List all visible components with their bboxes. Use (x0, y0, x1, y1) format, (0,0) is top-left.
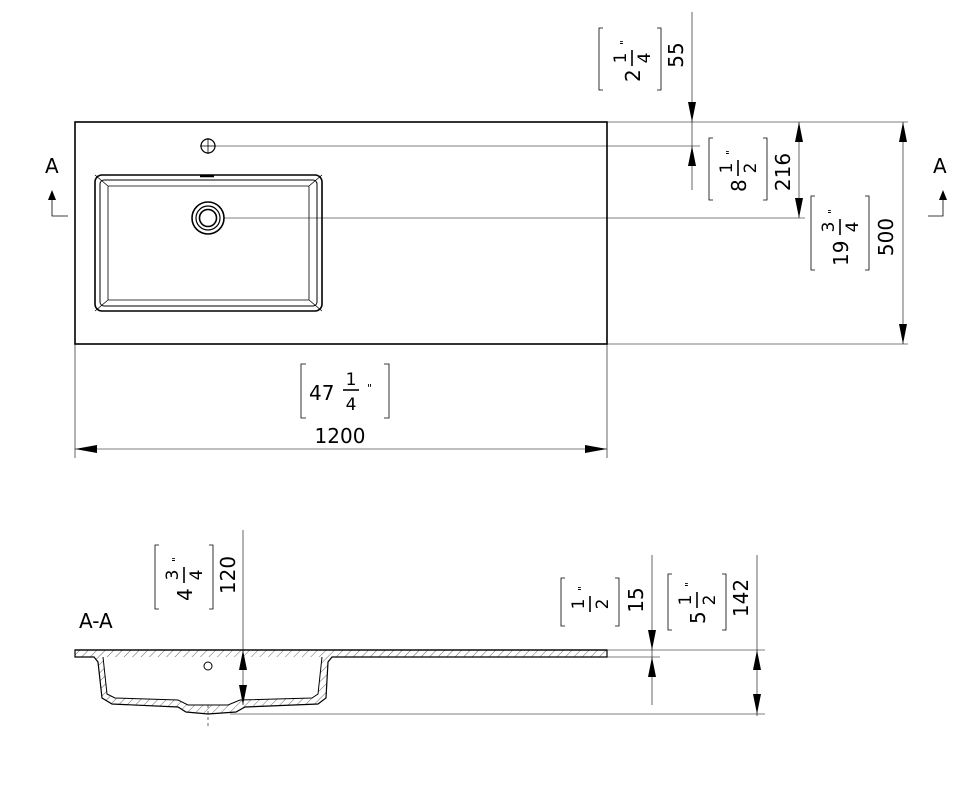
svg-text:15: 15 (624, 587, 648, 612)
svg-text:120: 120 (216, 556, 240, 594)
total-height-dimension: 142 (729, 579, 753, 617)
svg-text:": " (724, 150, 737, 155)
svg-text:2: 2 (593, 599, 613, 610)
svg-text:4: 4 (173, 588, 197, 601)
drain-offset-inch: 8 1 2 " (708, 137, 768, 201)
svg-text:A: A (933, 154, 947, 178)
faucet-offset-dimension: 55 (664, 42, 688, 67)
svg-text:4: 4 (843, 222, 863, 233)
svg-text:1: 1 (717, 163, 737, 174)
svg-text:19: 19 (829, 241, 853, 266)
section-marker-left: A (45, 154, 68, 217)
basin-depth-dimension: 120 (216, 556, 240, 594)
svg-text:1: 1 (676, 595, 696, 606)
dimension-arrows (75, 102, 907, 453)
svg-text:47: 47 (309, 381, 334, 405)
svg-text:": " (618, 40, 631, 45)
svg-text:": " (367, 382, 372, 395)
svg-text:1200: 1200 (315, 424, 366, 448)
section-view: A-A 120 (74, 530, 765, 726)
depth-dimension: 500 (874, 218, 898, 256)
svg-text:4: 4 (346, 395, 357, 415)
drain-icon (191, 201, 225, 235)
svg-text:2: 2 (700, 595, 720, 606)
svg-text:": " (683, 582, 696, 587)
width-dimension: 1200 47 1 4 " (300, 363, 390, 448)
svg-text:5: 5 (686, 611, 710, 624)
section-label: A-A (79, 609, 113, 633)
svg-text:1: 1 (569, 599, 589, 610)
svg-text:500: 500 (874, 218, 898, 256)
countertop-outline (74, 121, 608, 345)
svg-text:3: 3 (163, 570, 183, 581)
svg-text:": " (576, 586, 589, 591)
total-height-inch: 5 1 2 " (667, 573, 727, 631)
faucet-hole-icon (200, 138, 216, 154)
depth-inch: 19 3 4 " (810, 195, 870, 271)
basin-outline (94, 174, 323, 312)
svg-text:1: 1 (346, 370, 357, 390)
section-dimension-arrows (239, 630, 761, 714)
drain-offset-dimension: 216 (771, 153, 795, 191)
section-marker-right: A (928, 154, 947, 217)
faucet-offset-inch: 2 1 4 " (598, 27, 662, 91)
basin-depth-inch: 4 3 4 " (154, 544, 214, 610)
svg-text:2: 2 (741, 163, 761, 174)
svg-text:": " (170, 557, 183, 562)
slab-thickness-dimension: 15 (624, 587, 648, 612)
svg-text:2: 2 (621, 69, 645, 82)
slab-thickness-inch: 1 2 " (560, 577, 620, 627)
overflow-hole-icon (203, 661, 213, 671)
svg-text:216: 216 (771, 153, 795, 191)
svg-text:3: 3 (819, 222, 839, 233)
svg-text:4: 4 (187, 570, 207, 581)
svg-text:A: A (45, 154, 59, 178)
top-view: A A 1200 47 1 4 " 55 2 1 (45, 12, 947, 458)
svg-text:142: 142 (729, 579, 753, 617)
svg-text:4: 4 (635, 53, 655, 64)
extension-lines (74, 12, 908, 458)
svg-text:8: 8 (727, 179, 751, 192)
section-extension-lines (230, 530, 765, 716)
svg-text:55: 55 (664, 42, 688, 67)
svg-text:": " (826, 209, 839, 214)
svg-text:1: 1 (611, 53, 631, 64)
